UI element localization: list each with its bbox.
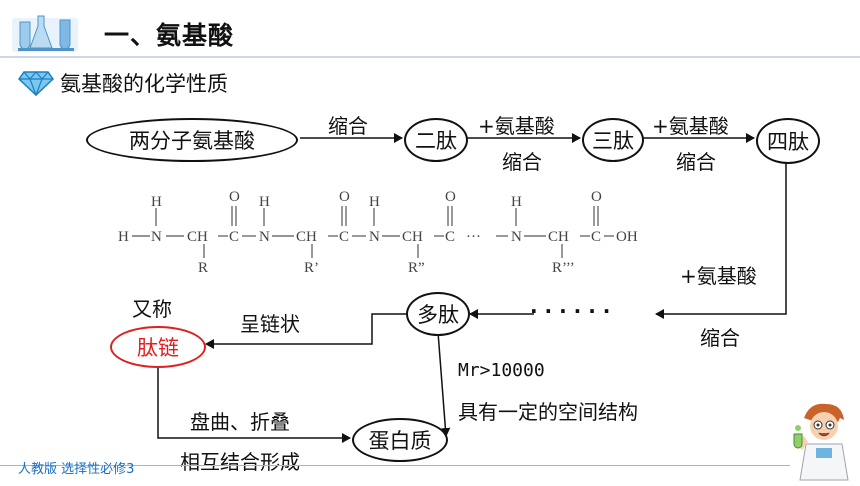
node-tripeptide: 三肽 [582, 118, 644, 162]
chem-o-2: O [339, 189, 350, 205]
label-also-called: 又称 [132, 297, 172, 321]
chem-c-4: C [591, 229, 601, 245]
lab-glassware-icon [10, 8, 80, 56]
label-coil-fold: 盘曲、折叠 [190, 410, 290, 434]
header-divider [0, 56, 860, 58]
chem-c-2: C [339, 229, 349, 245]
chem-h-5: H [511, 194, 522, 210]
chem-h-1: H [151, 194, 162, 210]
chem-r-4: R’’’ [552, 260, 575, 276]
chem-ch-2: CH [296, 229, 317, 245]
label-condense-3: 缩合 [676, 150, 716, 174]
label-condense-1: 缩合 [328, 114, 368, 138]
label-add-aa-1: +氨基酸 [478, 114, 555, 138]
chem-n-1: N [151, 229, 162, 245]
chem-h-3: H [259, 194, 270, 210]
chem-n-3: N [369, 229, 380, 245]
chem-r-3: R” [408, 260, 425, 276]
label-ellipsis: · · · · · · [530, 299, 611, 323]
scientist-mascot-icon [790, 398, 856, 482]
chem-h-2: H [118, 229, 129, 245]
node-protein: 蛋白质 [352, 418, 448, 462]
label-chain-form: 呈链状 [240, 312, 300, 336]
chem-ch-4: CH [548, 229, 569, 245]
node-dipeptide: 二肽 [404, 118, 468, 162]
chem-oh: OH [616, 229, 638, 245]
chem-ch-3: CH [402, 229, 423, 245]
label-condense-4: 缩合 [700, 326, 740, 350]
label-add-aa-2: +氨基酸 [652, 114, 729, 138]
arrow-to-ellipsis [655, 162, 787, 319]
chem-r-1: R [198, 260, 208, 276]
node-polypeptide: 多肽 [406, 292, 470, 336]
chem-c-3: C [445, 229, 455, 245]
label-molecular-mass: Mr>10000 [458, 360, 545, 381]
diamond-icon [18, 70, 54, 97]
arrow-to-peptide-chain [205, 313, 406, 349]
arrow-polypeptide-to-protein [437, 331, 451, 437]
chem-c-1: C [229, 229, 239, 245]
chem-n-4: N [511, 229, 522, 245]
label-spatial-structure: 具有一定的空间结构 [458, 400, 638, 424]
label-condense-2: 缩合 [502, 150, 542, 174]
node-tetrapeptide: 四肽 [756, 118, 820, 164]
node-peptide-chain: 肽链 [110, 326, 206, 368]
label-add-aa-3: +氨基酸 [680, 264, 757, 288]
chem-o-1: O [229, 189, 240, 205]
footer-edition: 人教版 选择性必修3 [18, 462, 135, 477]
label-combine-form: 相互结合形成 [180, 450, 300, 474]
chem-r-2: R’ [304, 260, 319, 276]
chem-n-2: N [259, 229, 270, 245]
chem-ch-1: CH [187, 229, 208, 245]
chem-o-4: O [591, 189, 602, 205]
chem-o-3: O [445, 189, 456, 205]
node-two-amino-acids: 两分子氨基酸 [86, 118, 298, 162]
section-subtitle: 氨基酸的化学性质 [60, 72, 228, 96]
page-title: 一、氨基酸 [104, 21, 235, 50]
chem-h-4: H [369, 194, 380, 210]
chem-dots: ··· [466, 229, 481, 245]
footer-divider [0, 465, 790, 466]
arrow-chain-to-protein [157, 366, 351, 443]
